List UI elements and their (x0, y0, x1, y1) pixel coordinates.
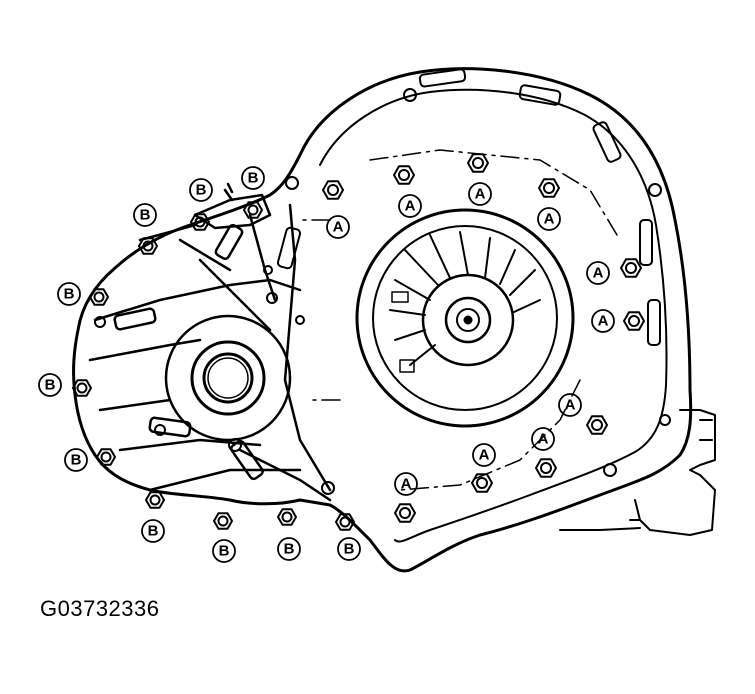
bolt (96, 448, 116, 466)
callout-b: B (189, 178, 213, 202)
bolt (335, 513, 355, 531)
bolt (394, 503, 416, 523)
small-holes (94, 88, 671, 495)
svg-text:B: B (45, 377, 56, 394)
bolt (467, 153, 489, 173)
svg-text:A: A (479, 447, 490, 464)
figure-code: G03732336 (40, 596, 160, 621)
callout-b: B (133, 203, 157, 227)
callout-a: A (586, 261, 610, 285)
svg-text:B: B (344, 541, 355, 558)
svg-text:B: B (71, 452, 82, 469)
svg-text:A: A (405, 198, 416, 215)
clutch-drum (355, 208, 575, 428)
callout-b: B (241, 166, 265, 190)
case-inner-rim (319, 88, 668, 543)
svg-text:B: B (248, 170, 259, 187)
bolt (277, 508, 297, 526)
svg-text:A: A (544, 211, 555, 228)
bolt (623, 311, 645, 331)
svg-text:A: A (565, 397, 576, 414)
bolt (471, 473, 493, 493)
callout-b: B (277, 537, 301, 561)
bolt (145, 491, 165, 509)
bolt (586, 415, 608, 435)
callout-a: A (398, 194, 422, 218)
callout-a: A (591, 309, 615, 333)
bolt (538, 178, 560, 198)
svg-text:A: A (593, 265, 604, 282)
callout-a: A (531, 427, 555, 451)
bolt (213, 512, 233, 530)
callout-a: A (472, 443, 496, 467)
svg-text:A: A (475, 186, 486, 203)
callout-b: B (212, 539, 236, 563)
callouts: A A A A A A A A A A B B B B B B B B B B (38, 166, 615, 563)
svg-text:A: A (538, 431, 549, 448)
svg-text:B: B (64, 286, 75, 303)
callout-a: A (326, 215, 350, 239)
svg-text:B: B (196, 182, 207, 199)
svg-text:A: A (598, 313, 609, 330)
callout-a: A (558, 393, 582, 417)
bolt (190, 213, 210, 231)
svg-text:B: B (284, 541, 295, 558)
side-cover (559, 409, 716, 536)
svg-text:A: A (333, 219, 344, 236)
bolt (393, 165, 415, 185)
svg-text:B: B (148, 523, 159, 540)
callout-b: B (38, 373, 62, 397)
callout-b: B (57, 282, 81, 306)
bolt (89, 288, 109, 306)
differential-housing (88, 203, 332, 502)
bolt (620, 258, 642, 278)
bolt (322, 180, 344, 200)
callout-a: A (468, 182, 492, 206)
bolts (72, 153, 645, 531)
callout-a: A (394, 472, 418, 496)
bolt (243, 201, 263, 219)
svg-text:B: B (140, 207, 151, 224)
svg-text:A: A (401, 476, 412, 493)
callout-b: B (337, 537, 361, 561)
output-seal (164, 314, 292, 442)
callout-b: B (141, 519, 165, 543)
svg-text:B: B (219, 543, 230, 560)
bolt (138, 237, 158, 255)
callout-b: B (64, 448, 88, 472)
callout-a: A (537, 207, 561, 231)
bolt (535, 458, 557, 478)
bolt (72, 379, 92, 397)
flange-slots (276, 68, 661, 346)
reference-lines (299, 149, 621, 491)
